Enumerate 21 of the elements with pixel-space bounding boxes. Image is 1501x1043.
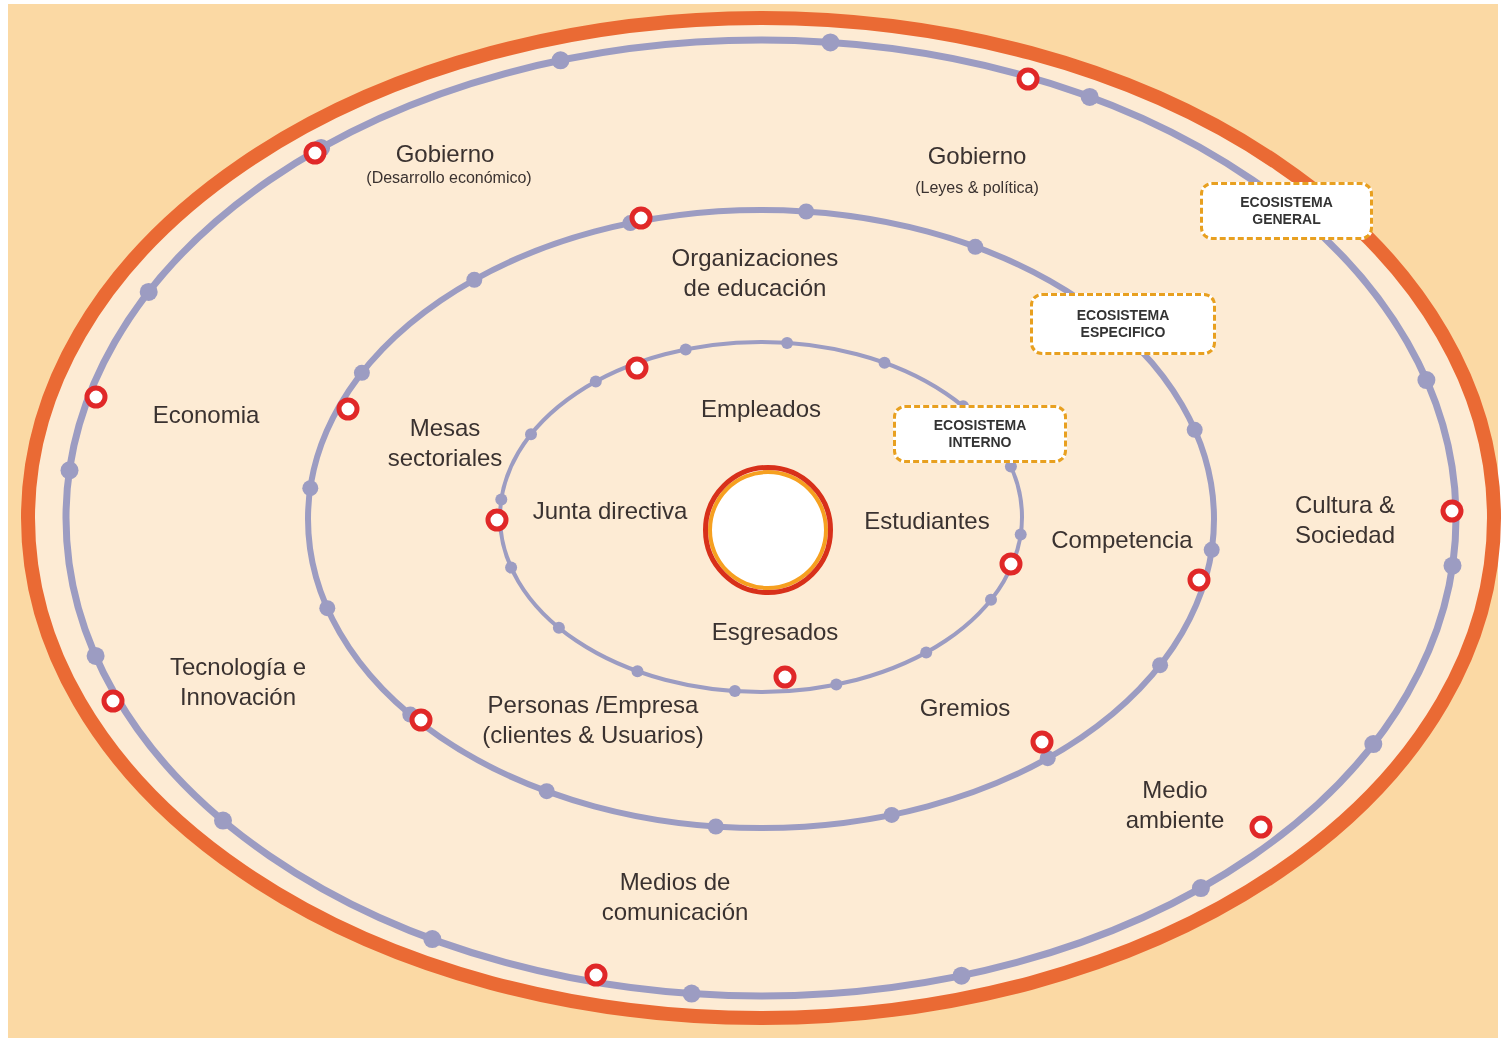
- sector-label: Competencia: [1050, 525, 1194, 555]
- sector-label: Empleados: [699, 394, 823, 424]
- ecosystem-tag: ECOSISTEMA ESPECIFICO: [1030, 293, 1216, 355]
- sector-label: Tecnología e Innovación: [168, 652, 308, 712]
- sector-label: Organizaciones de educación: [670, 243, 840, 303]
- sector-label: Cultura & Sociedad: [1293, 490, 1397, 550]
- sector-label: Medios de comunicación: [600, 867, 750, 927]
- sector-label: Gobierno: [926, 141, 1028, 171]
- sector-label: Medio ambiente: [1124, 775, 1226, 835]
- sector-label: Esgresados: [710, 617, 840, 647]
- sector-label: Gobierno: [394, 139, 496, 169]
- sector-label: Gremios: [918, 693, 1012, 723]
- sector-label: (Desarrollo económico): [365, 168, 533, 188]
- sector-label: Personas /Empresa (clientes & Usuarios): [481, 690, 705, 750]
- sector-label: Junta directiva: [531, 496, 689, 526]
- sector-label: Economia: [151, 400, 261, 430]
- sector-label: Estudiantes: [863, 506, 991, 536]
- ecosystem-tag: ECOSISTEMA GENERAL: [1200, 182, 1373, 240]
- sector-label: Mesas sectoriales: [386, 413, 504, 473]
- ecosystem-tag: ECOSISTEMA INTERNO: [893, 405, 1067, 463]
- sector-label: (Leyes & política): [914, 178, 1040, 198]
